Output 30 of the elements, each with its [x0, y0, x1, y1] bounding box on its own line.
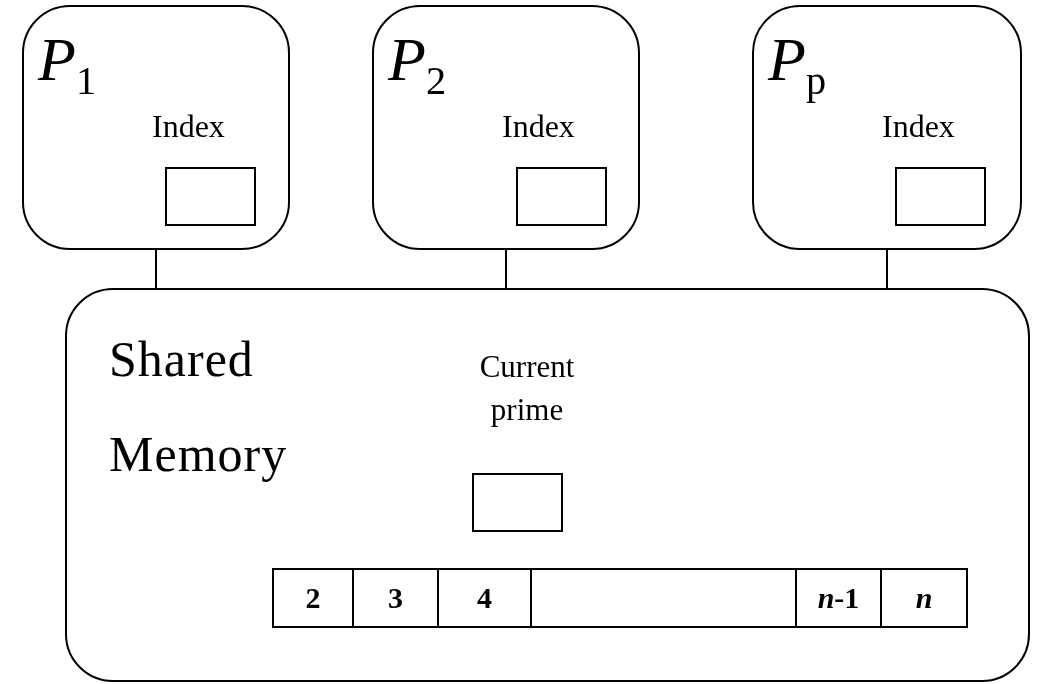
array-cell: [795, 568, 882, 628]
cell-value: 4: [476, 580, 493, 616]
array-cell: [472, 473, 563, 532]
index-label: Index: [502, 110, 575, 144]
index-label: Index: [882, 110, 955, 144]
processor-box: [22, 5, 290, 250]
processor-label: P$_{1}$: [38, 27, 97, 103]
cell-value: n: [914, 580, 934, 616]
processor-label: P$_{2}$: [388, 27, 447, 103]
cell-value: 2: [304, 580, 322, 616]
processor-box: [372, 5, 640, 250]
register-box: [516, 167, 607, 226]
cell-value: 3: [387, 580, 404, 616]
cell-value: n-1: [816, 580, 861, 616]
array-cell: [272, 568, 354, 628]
array-cell: [880, 568, 968, 628]
connector-line: [505, 249, 507, 289]
processor-label: P$_{p}$: [768, 27, 827, 103]
array-cell: [437, 568, 532, 628]
connector-line: [155, 249, 157, 289]
processor-box: [752, 5, 1022, 250]
array-cell: [530, 568, 797, 628]
connector-line: [886, 249, 888, 289]
index-label: Index: [152, 110, 225, 144]
array-cell: [352, 568, 439, 628]
register-label: Current prime: [478, 348, 576, 430]
register-box: [165, 167, 256, 226]
register-box: [895, 167, 986, 226]
memory-title: Shared Memory: [109, 330, 289, 484]
memory-block: [65, 288, 1030, 682]
